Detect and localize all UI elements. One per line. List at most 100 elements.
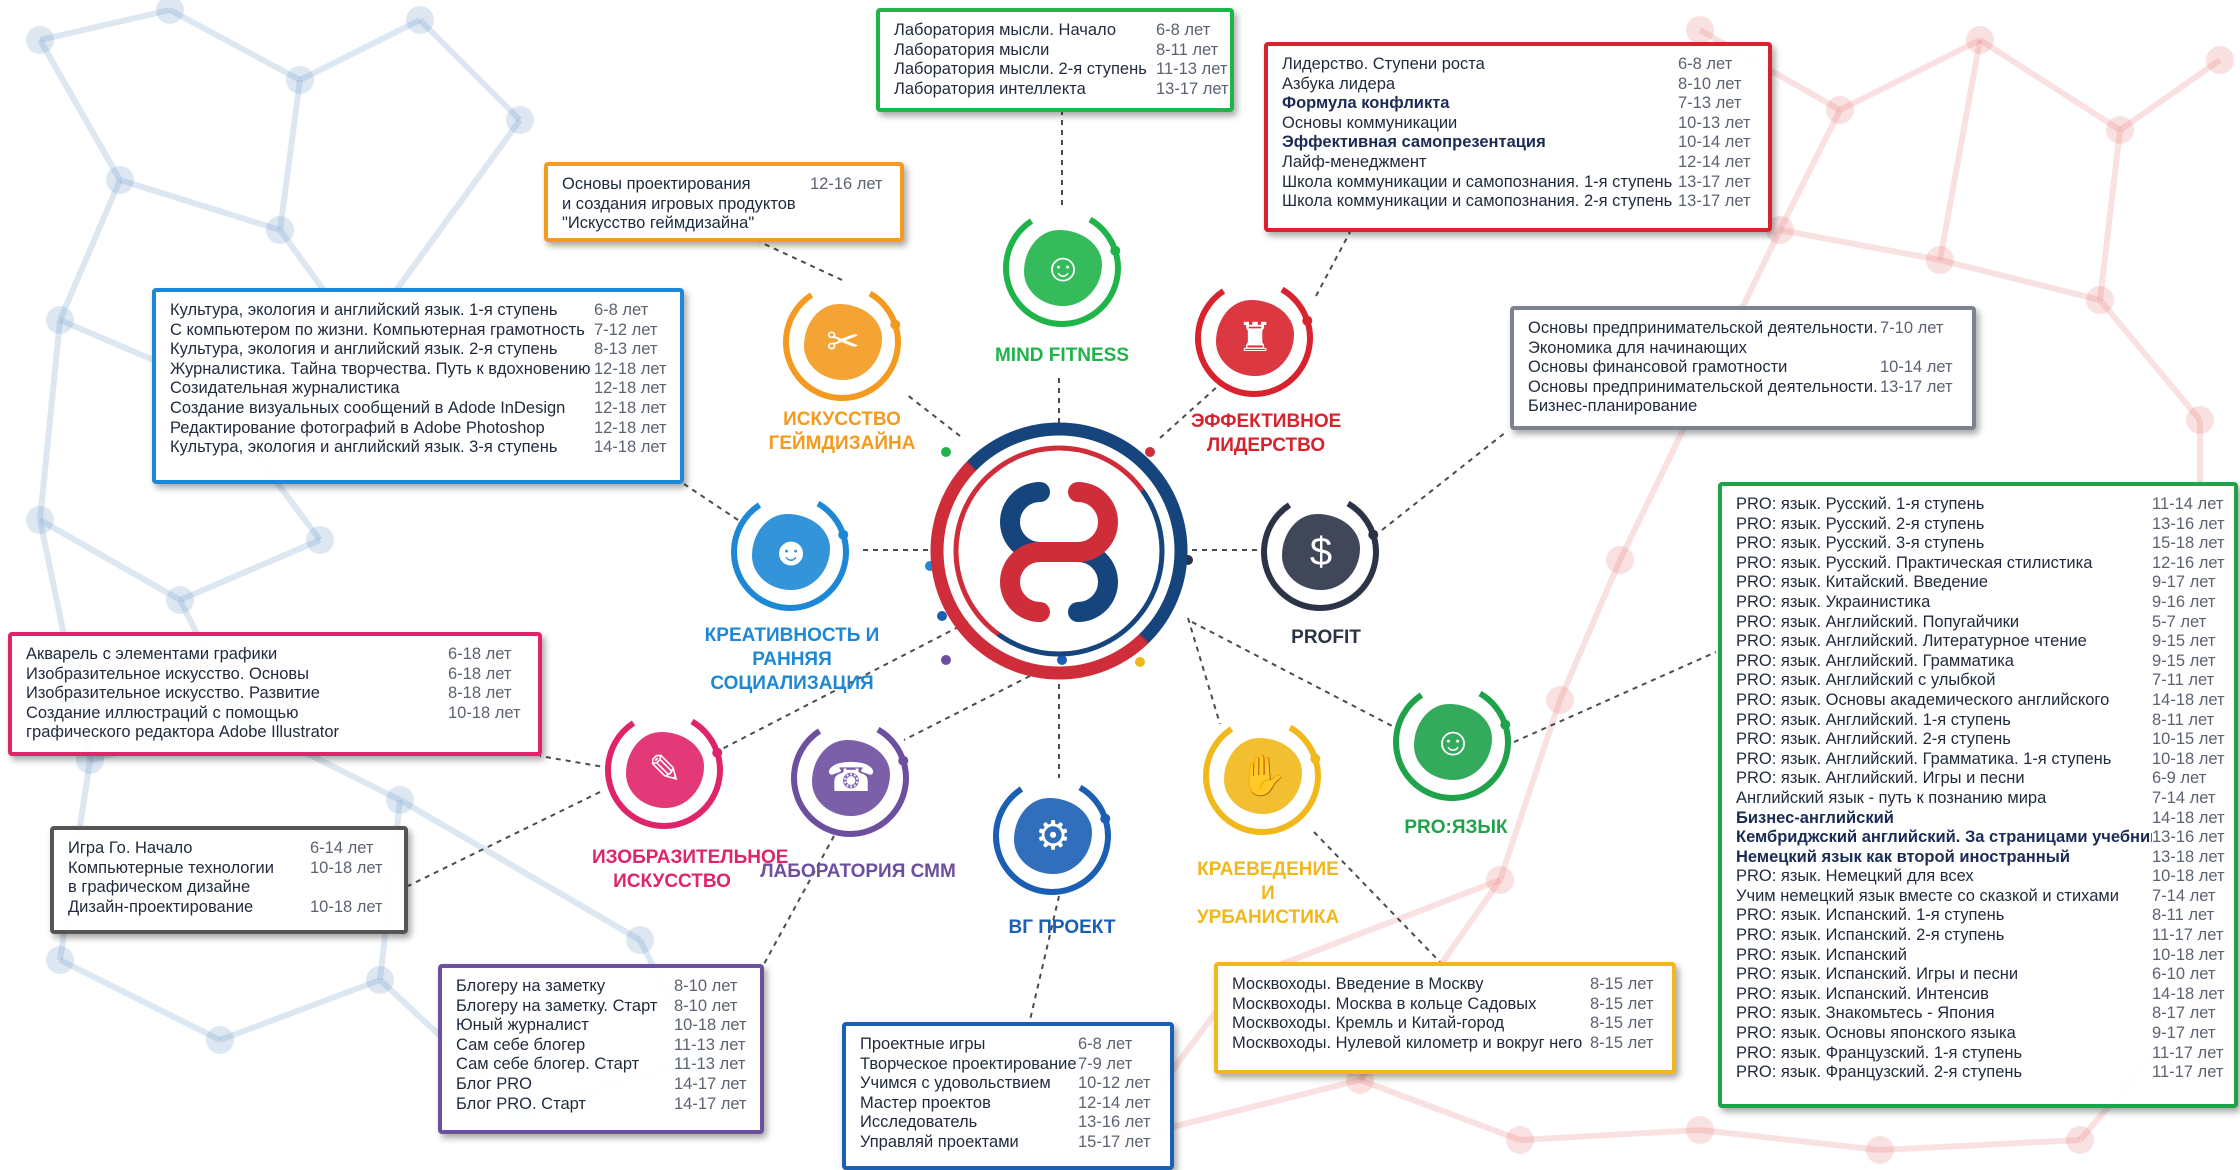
program-age: 13-17 лет (1678, 172, 1751, 191)
program-age: 8-13 лет (594, 340, 658, 359)
program-name: Управляй проектами (860, 1132, 1019, 1151)
program-age: 12-14 лет (1678, 152, 1751, 171)
node-vg-project-icon[interactable]: ⚙ (990, 774, 1114, 898)
program-age: 11-17 лет (2152, 1043, 2224, 1062)
node-blob (804, 304, 882, 380)
program-row: Создание визуальных сообщений в Adode In… (170, 399, 667, 419)
label-vg-project: ВГ ПРОЕКТ (1008, 917, 1116, 938)
program-name: и создания игровых продуктов (562, 194, 796, 213)
program-age: 11-14 лет (2152, 495, 2224, 513)
node-fine-art-icon[interactable]: ✎ (602, 708, 726, 832)
program-age: 9-15 лет (2152, 632, 2216, 651)
node-gamedesign-icon[interactable]: ✂ (780, 280, 904, 404)
label-creativity: КРЕАТИВНОСТЬ И РАННЯЯ СОЦИАЛИЗАЦИЯ (704, 625, 880, 694)
node-ring (993, 777, 1111, 895)
program-name: PRO: язык. Испанский. Интенсив (1736, 984, 1989, 1003)
label-local-history: КРАЕВЕДЕНИЕ И УРБАНИСТИКА (1196, 859, 1340, 928)
node-ring (1393, 683, 1511, 801)
program-name: PRO: язык. Русский. 1-я ступень (1736, 495, 1985, 513)
program-name: Лайф-менеджмент (1282, 152, 1427, 171)
program-age: 10-18 лет (674, 1016, 747, 1035)
program-age: 10-18 лет (448, 703, 521, 722)
program-name: Блог PRO. Старт (456, 1094, 586, 1113)
program-age: 10-13 лет (1678, 113, 1751, 132)
program-age: 5-7 лет (2152, 612, 2207, 631)
program-row: Основы предпринимательской деятельности.… (1528, 319, 1958, 339)
program-age: 8-18 лет (448, 684, 512, 703)
program-name: Блогеру на заметку (456, 977, 606, 995)
program-age: 13-17 лет (1880, 377, 1953, 396)
node-blob (1216, 300, 1294, 376)
program-age: 9-17 лет (2152, 1024, 2216, 1043)
program-age: 8-11 лет (2152, 906, 2215, 925)
program-age: 8-17 лет (2152, 1004, 2216, 1023)
program-age: 12-18 лет (594, 379, 667, 398)
node-profit-icon[interactable]: $ (1258, 490, 1382, 614)
node-blob (1224, 738, 1302, 814)
program-name: "Искусство геймдизайна" (562, 214, 755, 233)
program-name: Школа коммуникации и самопознания. 2-я с… (1282, 192, 1673, 211)
program-name: PRO: язык. Испанский. Игры и песни (1736, 965, 2019, 984)
node-mind-fitness-icon[interactable]: ☺ (1000, 206, 1124, 330)
program-name: PRO: язык. Английский. Игры и песни (1736, 769, 2025, 788)
program-age: 12-16 лет (2152, 553, 2225, 572)
program-name: PRO: язык. Русский. 2-я ступень (1736, 514, 1985, 533)
program-row: Школа коммуникации и самопознания. 1-я с… (1282, 173, 1754, 193)
label-profit: PROFIT (1291, 627, 1361, 648)
node-smm-icon[interactable]: ☎ (788, 716, 912, 840)
program-age: 8-15 лет (1590, 1033, 1654, 1052)
program-age: 7-9 лет (1078, 1054, 1133, 1073)
node-blob (1414, 704, 1492, 780)
program-age: 8-15 лет (1590, 975, 1654, 993)
program-name: PRO: язык. Английский. Грамматика. 1-я с… (1736, 749, 2112, 768)
node-pro-language-icon[interactable]: ☺ (1390, 680, 1514, 804)
node-leadership-icon[interactable]: ♜ (1192, 276, 1316, 400)
node-local-history-icon[interactable]: ✋ (1200, 714, 1324, 838)
program-name: PRO: язык. Знакомьтесь - Япония (1736, 1004, 1995, 1023)
node-creativity-icon[interactable]: ☻ (728, 490, 852, 614)
program-name: Основы коммуникации (1282, 113, 1458, 132)
program-age: 7-10 лет (1880, 319, 1944, 337)
program-name: PRO: язык. Английский. 1-я ступень (1736, 710, 2011, 729)
program-age: 13-16 лет (1078, 1113, 1151, 1132)
program-age: 10-12 лет (1078, 1074, 1151, 1093)
program-row: Журналистика. Тайна творчества. Путь к в… (170, 360, 667, 380)
program-name: Эффективная самопрезентация (1282, 133, 1546, 152)
program-name: Акварель с элементами графики (26, 645, 278, 663)
label-fine-art: ИЗОБРАЗИТЕЛЬНОЕ ИСКУССТВО (592, 847, 789, 892)
program-row: Культура, экология и английский язык. 1-… (170, 301, 666, 321)
program-name: PRO: язык. Английский с улыбкой (1736, 671, 1996, 690)
program-age: 9-16 лет (2152, 592, 2216, 611)
program-age: 8-10 лет (674, 977, 738, 995)
node-blob (1024, 230, 1102, 306)
program-name: Москвоходы. Нулевой километр и вокруг не… (1232, 1033, 1583, 1052)
programs-box-creativity: Культура, экология и английский язык. 1-… (152, 288, 684, 484)
program-name: PRO: язык. Украинистика (1736, 592, 1931, 611)
program-name: в графическом дизайне (68, 878, 251, 897)
program-row: PRO: язык. Украинистика 9-16 лет (1736, 593, 2220, 613)
program-row: Учим немецкий язык вместе со сказкой и с… (1736, 887, 2220, 907)
node-ring (1195, 279, 1313, 397)
program-age: 11-13 лет (1156, 60, 1228, 79)
program-name: Сам себе блогер. Старт (456, 1055, 640, 1074)
program-row: "Искусство геймдизайна" (562, 214, 886, 234)
program-age: 8-10 лет (674, 996, 738, 1015)
